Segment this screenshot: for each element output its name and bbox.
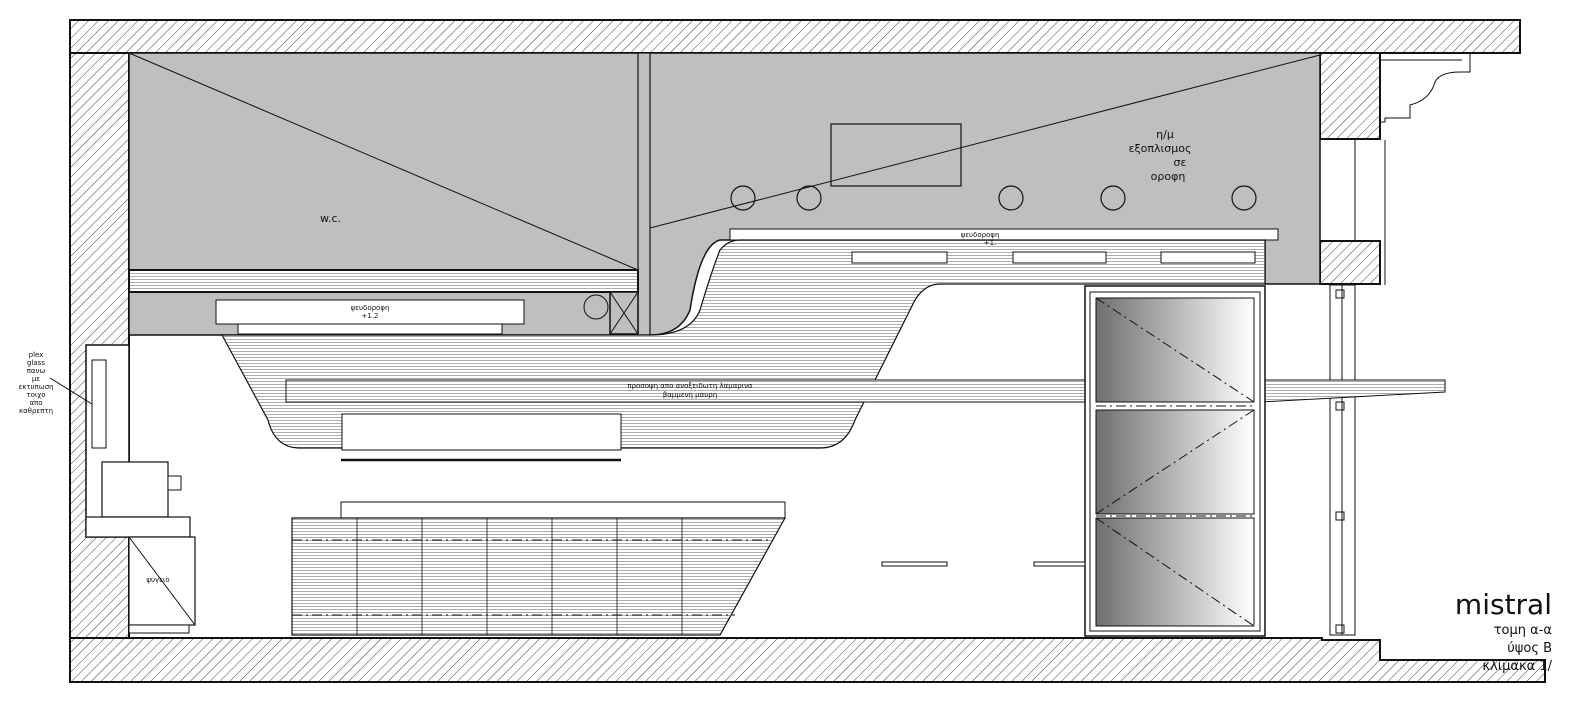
title-block-scale: κλίμακα 1/	[1482, 659, 1552, 674]
side-note-2: glass	[27, 359, 45, 367]
soffit-right-label: ψευδοροφη	[961, 231, 1000, 239]
ceiling-label-2: εξοπλισμος	[1129, 142, 1192, 155]
bar-counter	[291, 501, 1086, 636]
floor-slab	[69, 637, 1546, 683]
soffit-left-sub: +1.2	[362, 312, 379, 320]
side-note-5: εκτυπωση	[18, 383, 53, 391]
side-note-7: απο	[29, 399, 42, 407]
structure	[69, 19, 1546, 683]
side-note-8: καθρεπτη	[19, 407, 53, 415]
right-column-top	[1319, 52, 1381, 140]
glazed-door	[1084, 285, 1266, 637]
side-note-4: με	[32, 375, 40, 383]
title-block-title: mistral	[1455, 588, 1552, 621]
right-column-beam	[1319, 240, 1381, 285]
beam-note-2: βαμμενη μαυρη	[663, 391, 717, 399]
title-block: mistral τομη α-α ύψος Β κλίμακα 1/	[1455, 588, 1553, 674]
exterior-cornice	[1329, 52, 1471, 636]
ceiling-label-3: σε	[1174, 156, 1187, 169]
left-equipment	[49, 359, 196, 634]
side-note-6: τοιχο	[26, 391, 45, 399]
soffit-left-label: ψευδοροφη	[351, 304, 390, 312]
labels: w.c. η/μ εξοπλισμος σε οροφη ψευδοροφη +…	[18, 128, 1191, 584]
title-block-section: τομη α-α	[1494, 623, 1552, 638]
ceiling-label-4: οροφη	[1151, 170, 1186, 183]
top-slab	[69, 19, 1521, 54]
cabinet-label: ψυγειο	[146, 576, 169, 584]
side-note-3: πανω	[27, 367, 46, 375]
title-block-height: ύψος Β	[1507, 641, 1552, 656]
wc-label: w.c.	[320, 212, 341, 225]
soffit-right-sub: +1.	[984, 239, 997, 247]
side-note-1: plex	[29, 351, 44, 359]
beam-note-1: προσοψη απο ανοξειδωτη λαμαρινα	[627, 382, 753, 390]
ceiling-label-1: η/μ	[1156, 128, 1174, 141]
facade-beam	[285, 379, 1446, 403]
